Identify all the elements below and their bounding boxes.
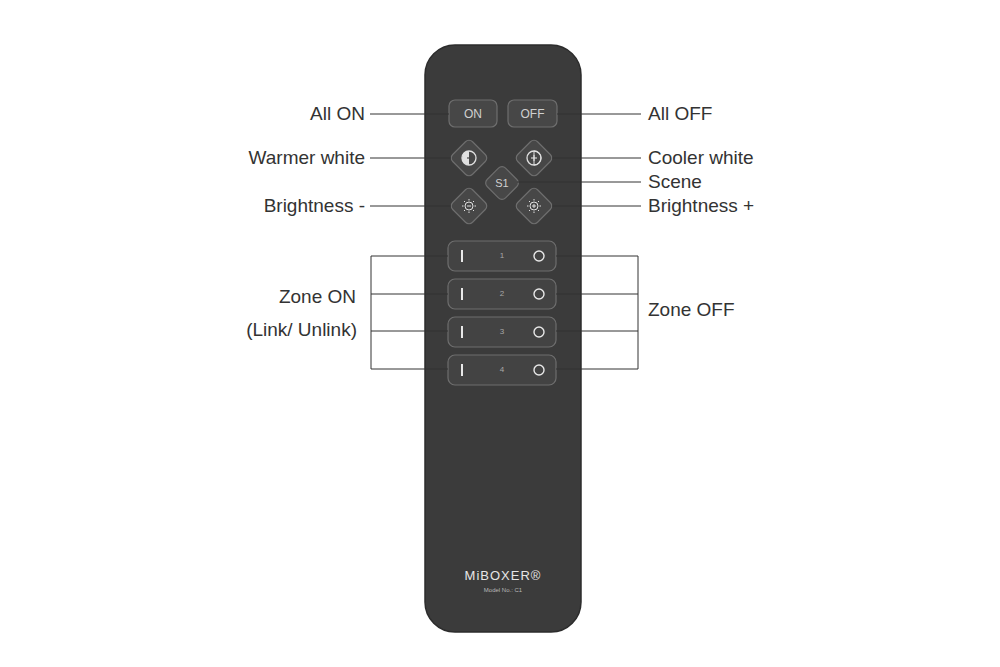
callout-label: Scene [648, 171, 702, 193]
zone-button [448, 241, 556, 271]
zone-button [448, 279, 556, 309]
off-button: OFF [508, 100, 557, 127]
zone-button: 1 [490, 247, 514, 265]
on-button [449, 100, 497, 127]
brightness-minus-button [449, 186, 489, 226]
callout-label: All ON [310, 103, 365, 125]
callout-label: All OFF [648, 103, 712, 125]
button-text: ON [464, 108, 482, 120]
callout-label: Brightness + [648, 195, 754, 217]
callout-label: Zone OFF [648, 299, 735, 321]
model-number: Model No.: C1 [425, 586, 581, 594]
cooler-icon [527, 151, 541, 165]
button-text: 1 [500, 252, 504, 260]
warmer-icon [462, 151, 476, 165]
callout-note: (Link/ Unlink) [246, 319, 357, 341]
off-button [508, 100, 557, 127]
callout-label: Cooler white [648, 147, 754, 169]
remote-body: MiBOXER® Model No.: C1 ON OFF S1 1 2 3 4 [425, 45, 581, 632]
button-text: 2 [500, 290, 504, 298]
brightness-plus-icon [527, 199, 541, 213]
callout-label: Warmer white [249, 147, 365, 169]
zone-button: 3 [490, 323, 514, 341]
button-text: S1 [495, 178, 508, 189]
cooler-button [514, 138, 554, 178]
zone-button [448, 317, 556, 347]
on-button: ON [449, 100, 497, 127]
brand-name: MiBOXER® [425, 568, 581, 584]
scene-button: S1 [487, 172, 517, 194]
brightness-minus-icon [462, 199, 476, 213]
warmer-button [449, 138, 489, 178]
zone-on-marks [461, 250, 463, 376]
zone-button [448, 355, 556, 385]
remote-body [425, 45, 581, 632]
callout-label: Brightness - [264, 195, 365, 217]
button-text: OFF [521, 108, 545, 120]
button-text: 4 [500, 366, 504, 374]
zone-button: 4 [490, 361, 514, 379]
leader-lines [370, 114, 641, 206]
brightness-plus-button [514, 186, 554, 226]
zone-brackets [371, 256, 638, 369]
zone-off-marks [534, 251, 544, 375]
callout-label: Zone ON [279, 286, 356, 308]
scene-button [484, 165, 521, 202]
zone-button: 2 [490, 285, 514, 303]
button-text: 3 [500, 328, 504, 336]
